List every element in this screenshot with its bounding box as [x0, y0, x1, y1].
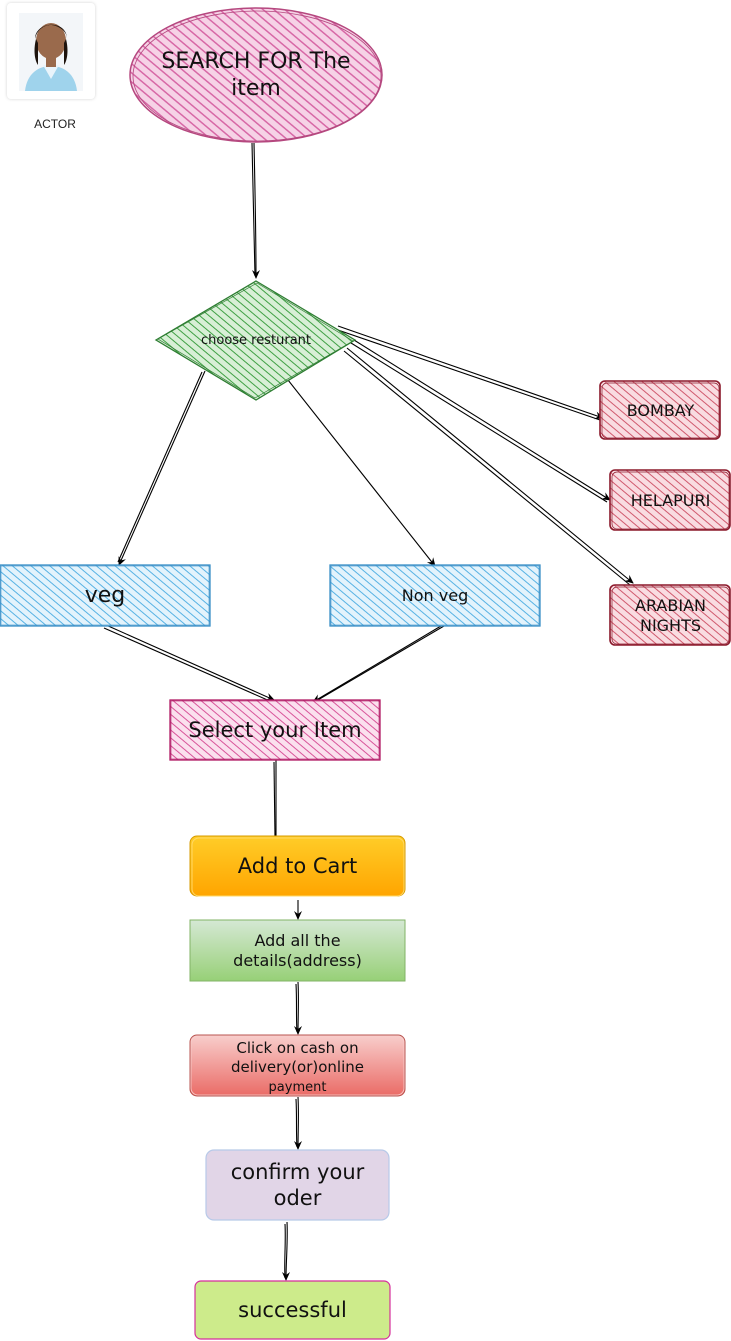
edge-select-to-cart	[275, 760, 297, 841]
actor-card	[7, 3, 95, 99]
confirm-label: confirm your oder	[230, 1159, 365, 1210]
helapuri-label: HELAPURI	[630, 491, 711, 510]
add-to-cart-label: Add to Cart	[237, 853, 358, 878]
arabian-label: ARABIAN NIGHTS	[635, 596, 706, 635]
confirm-node	[205, 1149, 390, 1221]
edge-confirm-to-success	[282, 1221, 291, 1281]
details-node	[189, 919, 406, 982]
select-item-node	[169, 699, 381, 761]
edge-veg-to-select	[105, 624, 275, 701]
restaurant-helapuri	[609, 469, 731, 531]
select-item-label: Select your Item	[188, 717, 362, 742]
restaurant-bombay	[599, 380, 721, 440]
edge-decision-to-nonveg	[287, 379, 436, 567]
edge-nonveg-to-select	[312, 622, 447, 703]
success-label: successful	[238, 1297, 347, 1322]
details-label: Add all the details(address)	[233, 931, 362, 970]
decision-label: choose resturant	[200, 332, 311, 348]
edge-decision-to-veg	[118, 370, 206, 566]
edge-search-to-decision	[251, 142, 260, 279]
success-node	[194, 1280, 391, 1340]
actor-label: ACTOR	[34, 117, 76, 131]
edge-decision-to-arabian	[346, 347, 634, 584]
person-photo-icon	[19, 13, 83, 91]
add-to-cart-node	[189, 835, 406, 897]
nonveg-node	[329, 564, 541, 627]
search-node	[129, 7, 383, 143]
veg-label: veg	[84, 583, 126, 609]
search-label: SEARCH FOR The item	[161, 48, 351, 102]
decision-node	[154, 280, 357, 401]
veg-node	[0, 564, 211, 627]
restaurant-arabian-nights	[609, 584, 731, 646]
edge-decision-to-bombay	[337, 325, 604, 420]
edge-decision-to-helapuri	[345, 334, 611, 501]
payment-label-line1: Click on cash on delivery(or)online	[230, 1039, 365, 1076]
bombay-label: BOMBAY	[626, 401, 695, 420]
payment-label-line2: payment	[268, 1079, 327, 1095]
connectors	[103, 142, 634, 1281]
nonveg-label: Non veg	[401, 586, 469, 605]
payment-node	[189, 1034, 406, 1097]
